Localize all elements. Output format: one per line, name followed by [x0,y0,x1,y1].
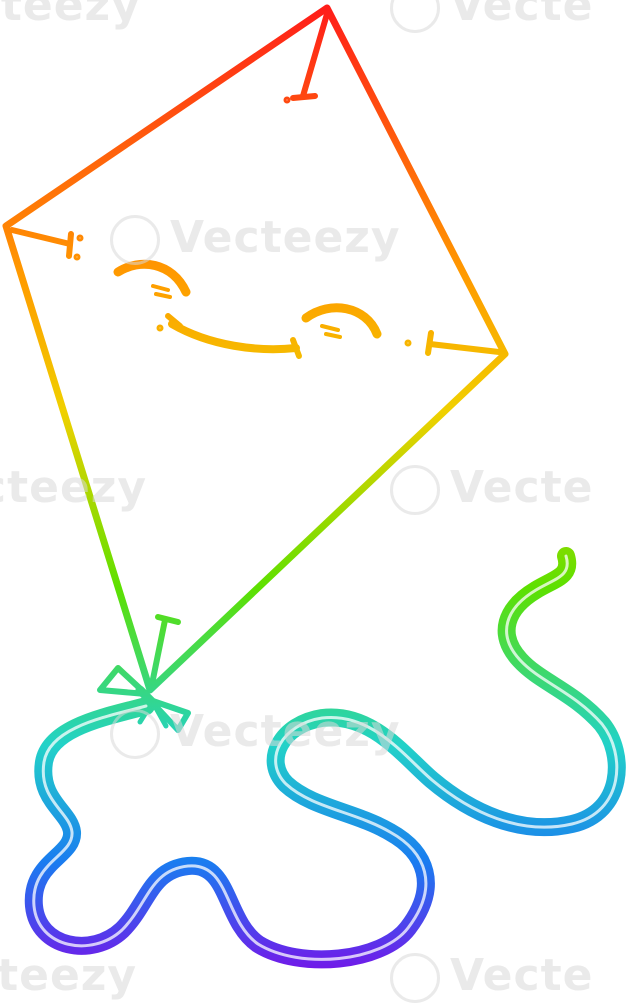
kite-smile-end-right [290,337,302,359]
kite-dot [283,96,291,104]
kite-strut-top [300,11,330,99]
kite-smile-end-left [165,313,183,329]
kite-bow-left-loop [97,665,149,697]
kite-strut-bottom-cap [155,614,181,625]
kite-strut-right-cap [425,330,434,356]
kite-outline [2,4,509,694]
kite-dot [156,324,164,332]
kite-strut-left-cap [66,231,74,259]
kite-dot [76,234,84,242]
kite-tail-string-highlight [32,554,619,961]
kite-dot [73,253,81,261]
kite-left-eye-lash [154,292,172,299]
kite-smile [168,320,300,354]
kite-illustration [2,4,626,969]
kite-strut-bottom [149,617,168,687]
kite-strut-top-cap [290,93,318,101]
kite-right-eye-lash [320,324,340,332]
kite-bow-right-loop [147,697,191,733]
kite-right-eye [301,303,382,339]
kite-left-eye-lash [151,284,170,292]
kite-dot [404,339,412,347]
kite-strut-right [427,341,502,355]
kite-tail-string [24,547,626,969]
kite-left-eye [113,259,191,297]
kite-right-eye-lash [324,332,342,339]
kite-strut-left [9,227,73,247]
